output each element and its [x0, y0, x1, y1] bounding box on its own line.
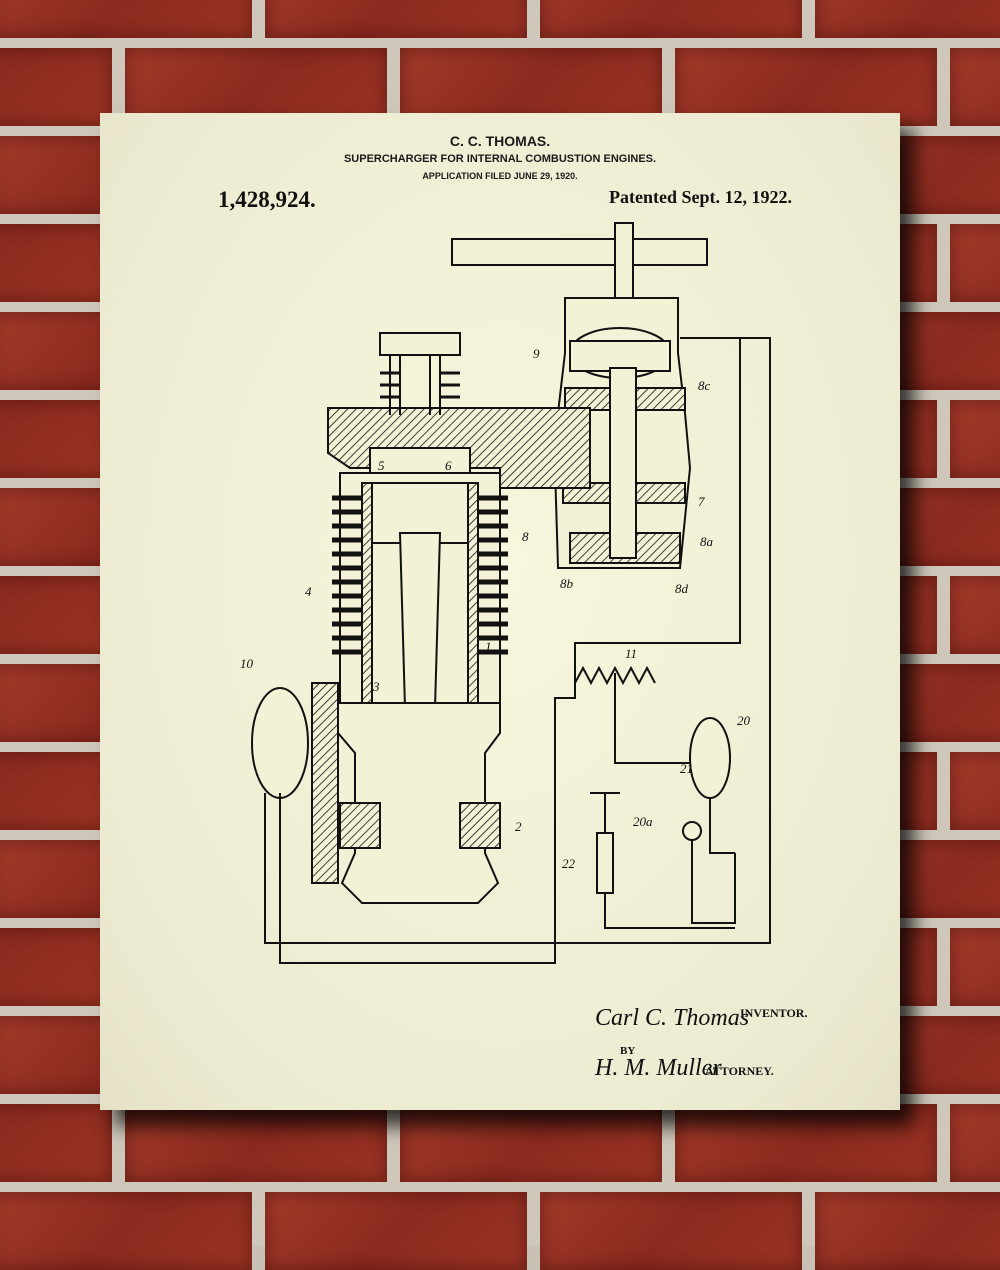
- label-8: 8: [522, 529, 529, 544]
- brick: [265, 1192, 527, 1270]
- engine-diagram: 1 2 3 4 5 6 7 8 8a 8b 8c 8d 9 10 11 20 2…: [240, 222, 771, 964]
- label-5: 5: [378, 458, 385, 473]
- attorney-caption: ATTORNEY.: [705, 1064, 774, 1078]
- brick: [0, 752, 112, 830]
- brick: [540, 0, 802, 38]
- brick: [0, 1192, 252, 1270]
- label-11: 11: [625, 646, 637, 661]
- label-3: 3: [372, 679, 380, 694]
- brick: [950, 400, 1000, 478]
- brick: [950, 224, 1000, 302]
- label-8d: 8d: [675, 581, 689, 596]
- brick-row: [0, 0, 1000, 38]
- label-9: 9: [533, 346, 540, 361]
- brick: [0, 400, 112, 478]
- brick: [540, 1192, 802, 1270]
- inventor-name: C. C. THOMAS.: [449, 133, 551, 149]
- patent-poster: C. C. THOMAS. SUPERCHARGER FOR INTERNAL …: [100, 113, 900, 1110]
- label-22: 22: [562, 856, 576, 871]
- inventor-signature: Carl C. Thomas: [595, 1005, 750, 1031]
- brick: [0, 1104, 112, 1182]
- brick-row: [0, 1192, 1000, 1270]
- label-8c: 8c: [698, 378, 711, 393]
- brick: [265, 0, 527, 38]
- label-8a: 8a: [700, 534, 714, 549]
- brick: [950, 928, 1000, 1006]
- brick: [815, 1192, 1000, 1270]
- brick: [0, 928, 112, 1006]
- brick: [950, 1104, 1000, 1182]
- label-21: 21: [680, 761, 693, 776]
- label-8b: 8b: [560, 576, 574, 591]
- label-1: 1: [485, 639, 492, 654]
- label-4: 4: [305, 584, 312, 599]
- brick: [125, 1104, 387, 1182]
- brick: [675, 1104, 937, 1182]
- brick: [950, 576, 1000, 654]
- filing-date: APPLICATION FILED JUNE 29, 1920.: [422, 171, 578, 181]
- brick: [0, 48, 112, 126]
- attorney-signature: H. M. Muller: [595, 1055, 722, 1081]
- label-7: 7: [698, 494, 705, 509]
- brick: [400, 1104, 662, 1182]
- patent-title: SUPERCHARGER FOR INTERNAL COMBUSTION ENG…: [343, 153, 657, 165]
- label-20a: 20a: [633, 814, 653, 829]
- brick: [815, 0, 1000, 38]
- label-2: 2: [515, 819, 522, 834]
- label-10: 10: [240, 656, 254, 671]
- brick: [0, 0, 252, 38]
- patented-date: Patented Sept. 12, 1922.: [609, 187, 792, 207]
- brick: [0, 224, 112, 302]
- brick: [950, 752, 1000, 830]
- label-6: 6: [445, 458, 452, 473]
- label-20: 20: [737, 713, 751, 728]
- patent-number: 1,428,924.: [218, 187, 316, 212]
- by-caption: BY: [620, 1045, 636, 1057]
- inventor-caption: INVENTOR.: [740, 1006, 808, 1020]
- brick: [0, 576, 112, 654]
- brick-row: [0, 1104, 1000, 1182]
- brick: [950, 48, 1000, 126]
